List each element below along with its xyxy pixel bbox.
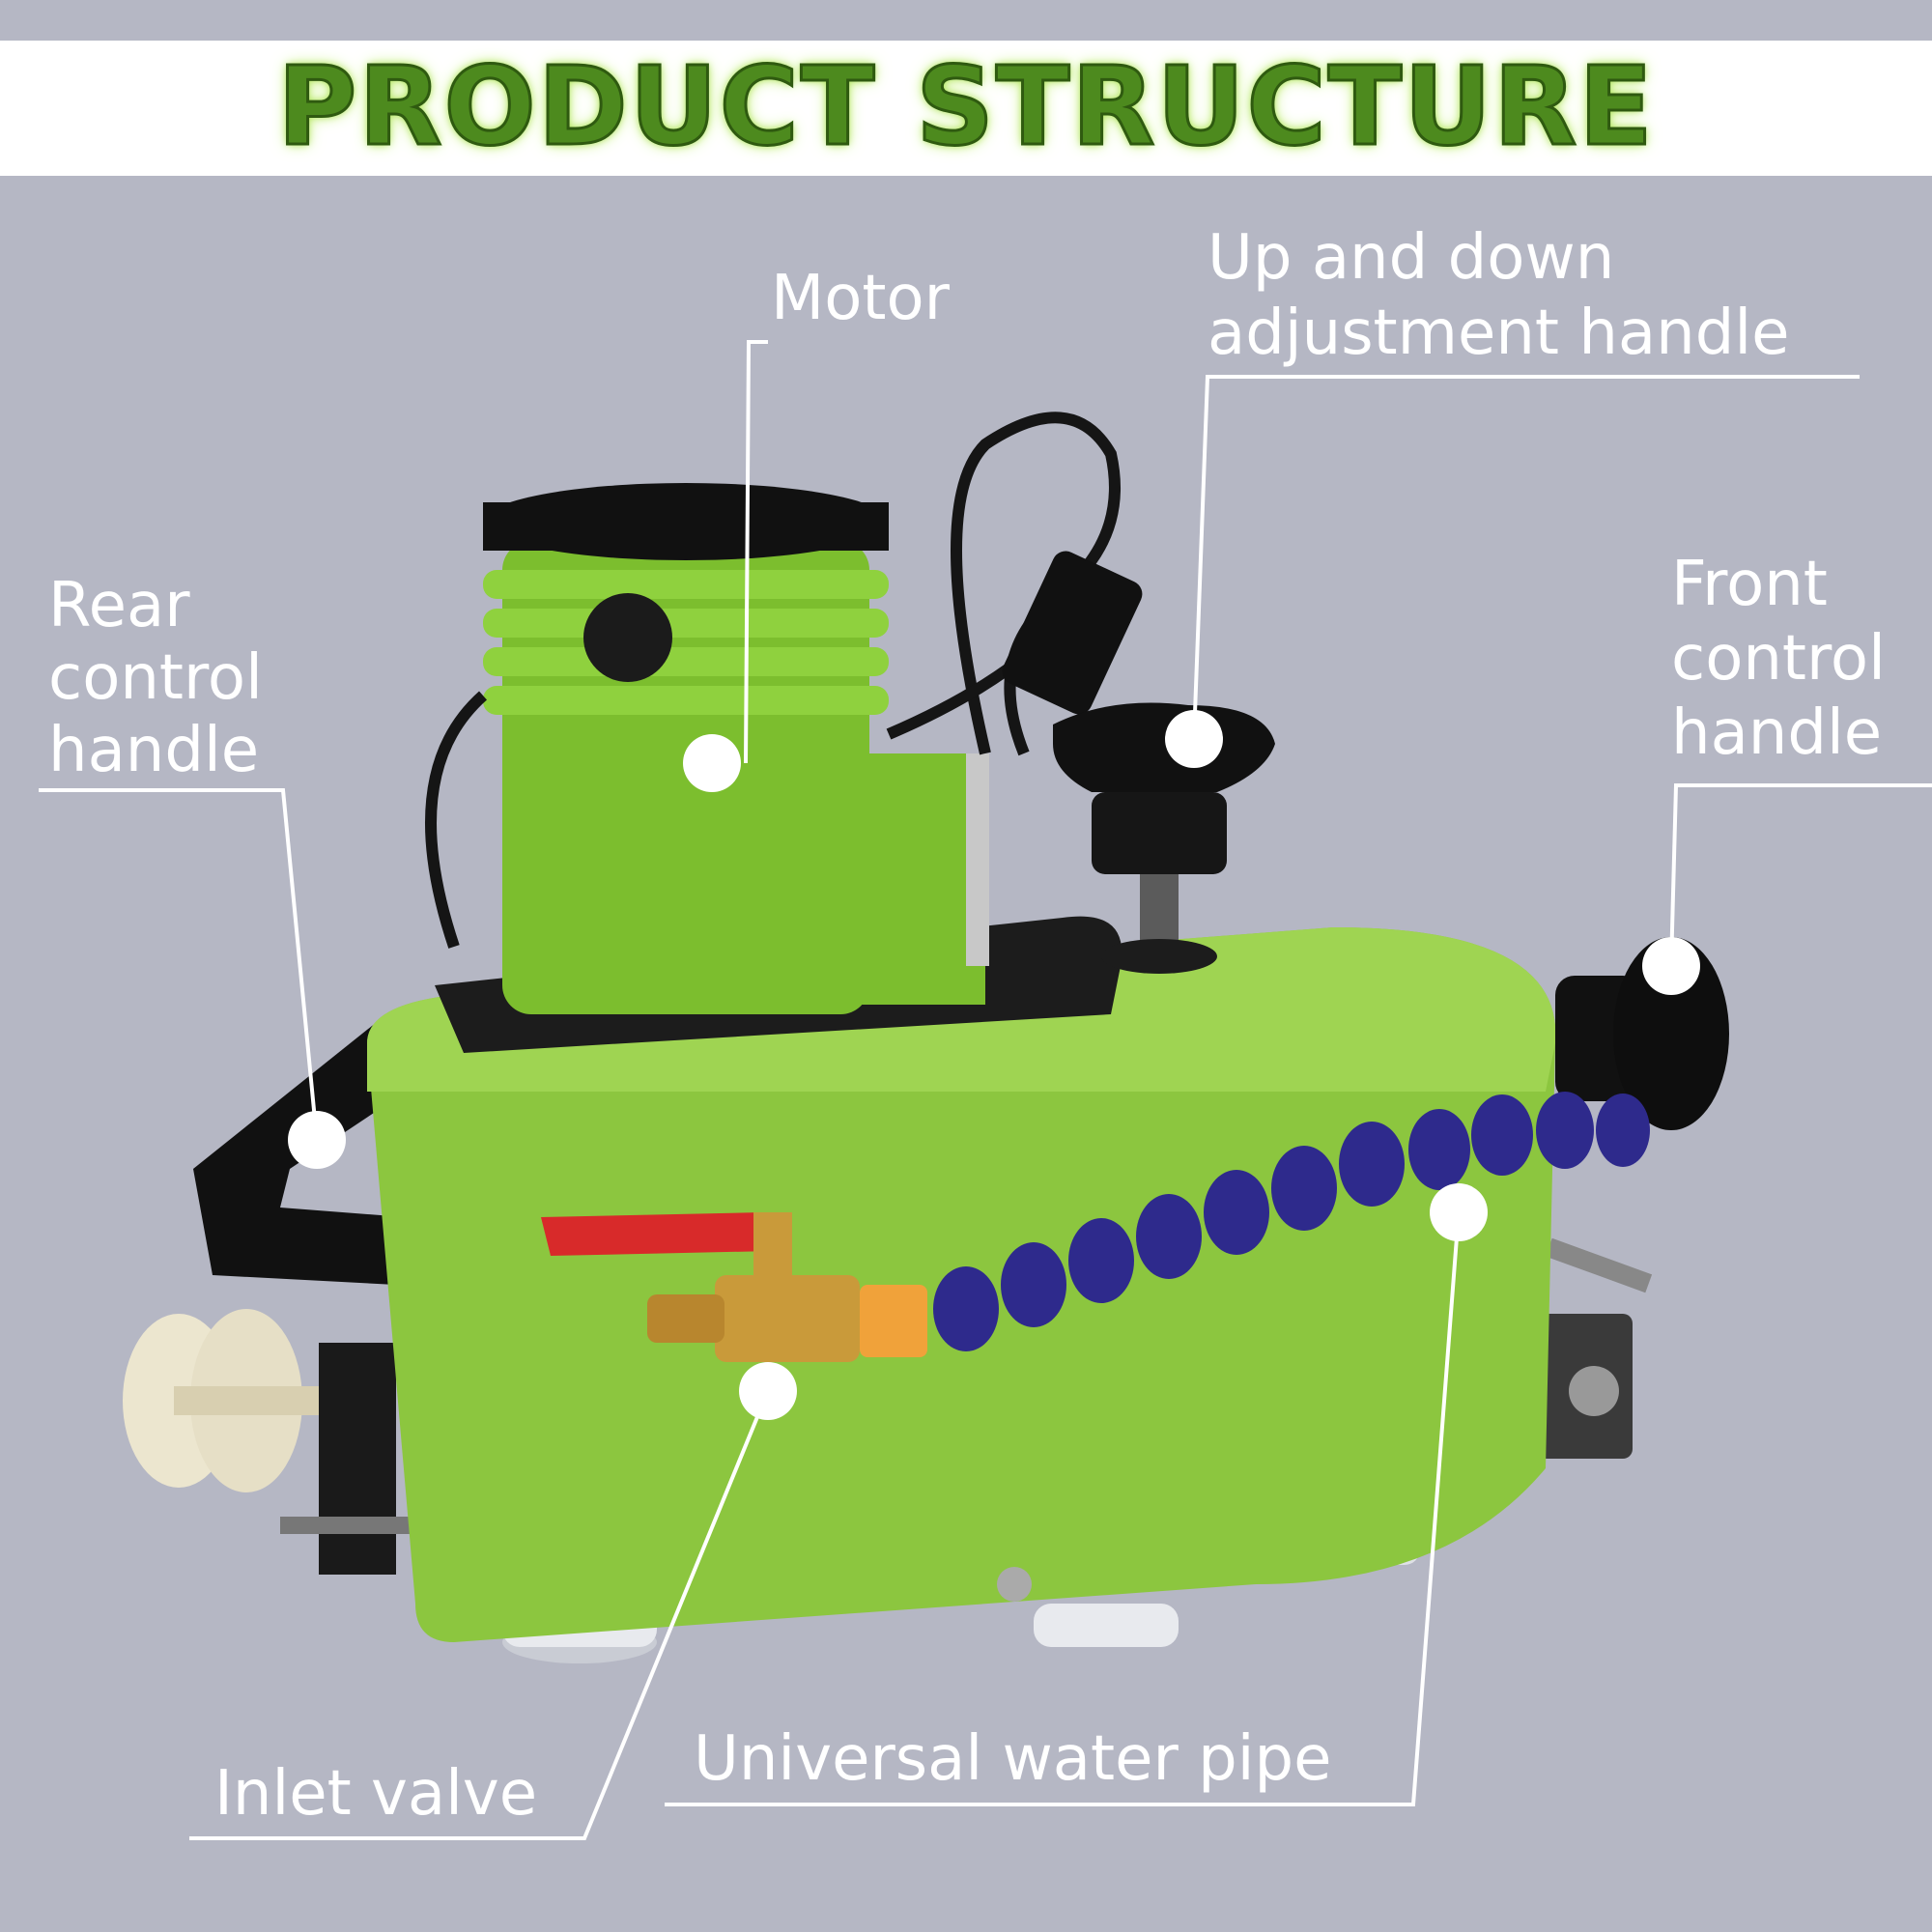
callout-lines [39,340,1932,1840]
rear-handle-leader-line [39,788,319,1141]
motor-graphic [483,483,989,1014]
water-pipe-graphic [933,1092,1650,1351]
water-pipe-leader-line [665,1211,1461,1806]
adjustment-label-line2: adjustment handle [1208,298,1790,369]
plug-graphic [1002,551,1143,715]
inlet-valve-label: Inlet valve [214,1758,538,1830]
rear-handle-label-line3: handle [48,715,260,786]
rear-handle-label-line2: control [48,642,263,714]
front-handle-leader-line [1669,783,1932,967]
adjustment-label-line1: Up and down [1208,222,1615,294]
motor-label: Motor [771,263,950,334]
adjustment-leader-line [1192,375,1860,740]
page-title: PRODUCT STRUCTURE [276,44,1655,170]
front-handle-callout-dot [1642,937,1700,995]
adjustment-callout-dot [1165,710,1223,768]
water-pipe-label: Universal water pipe [694,1723,1332,1795]
valve-graphic [541,1212,927,1362]
rear-handle-callout-dot [288,1111,346,1169]
motor-leader-line [744,340,768,764]
front-handle-label-line2: control [1671,623,1886,695]
front-knob-graphic [1555,937,1729,1130]
water-pipe-callout-dot [1430,1183,1488,1241]
rear-handle-label-line1: Rear [48,570,190,641]
adjustment-knob-graphic [1053,702,1275,974]
title-band [0,41,1932,176]
inlet-valve-leader-line [189,1390,770,1840]
inlet-valve-callout-dot [739,1362,797,1420]
callout-dots [288,710,1700,1420]
front-handle-label-line3: handle [1671,697,1883,769]
motor-callout-dot [683,734,741,792]
rear-roller-graphic [123,1309,435,1575]
front-handle-label-line1: Front [1671,549,1828,620]
